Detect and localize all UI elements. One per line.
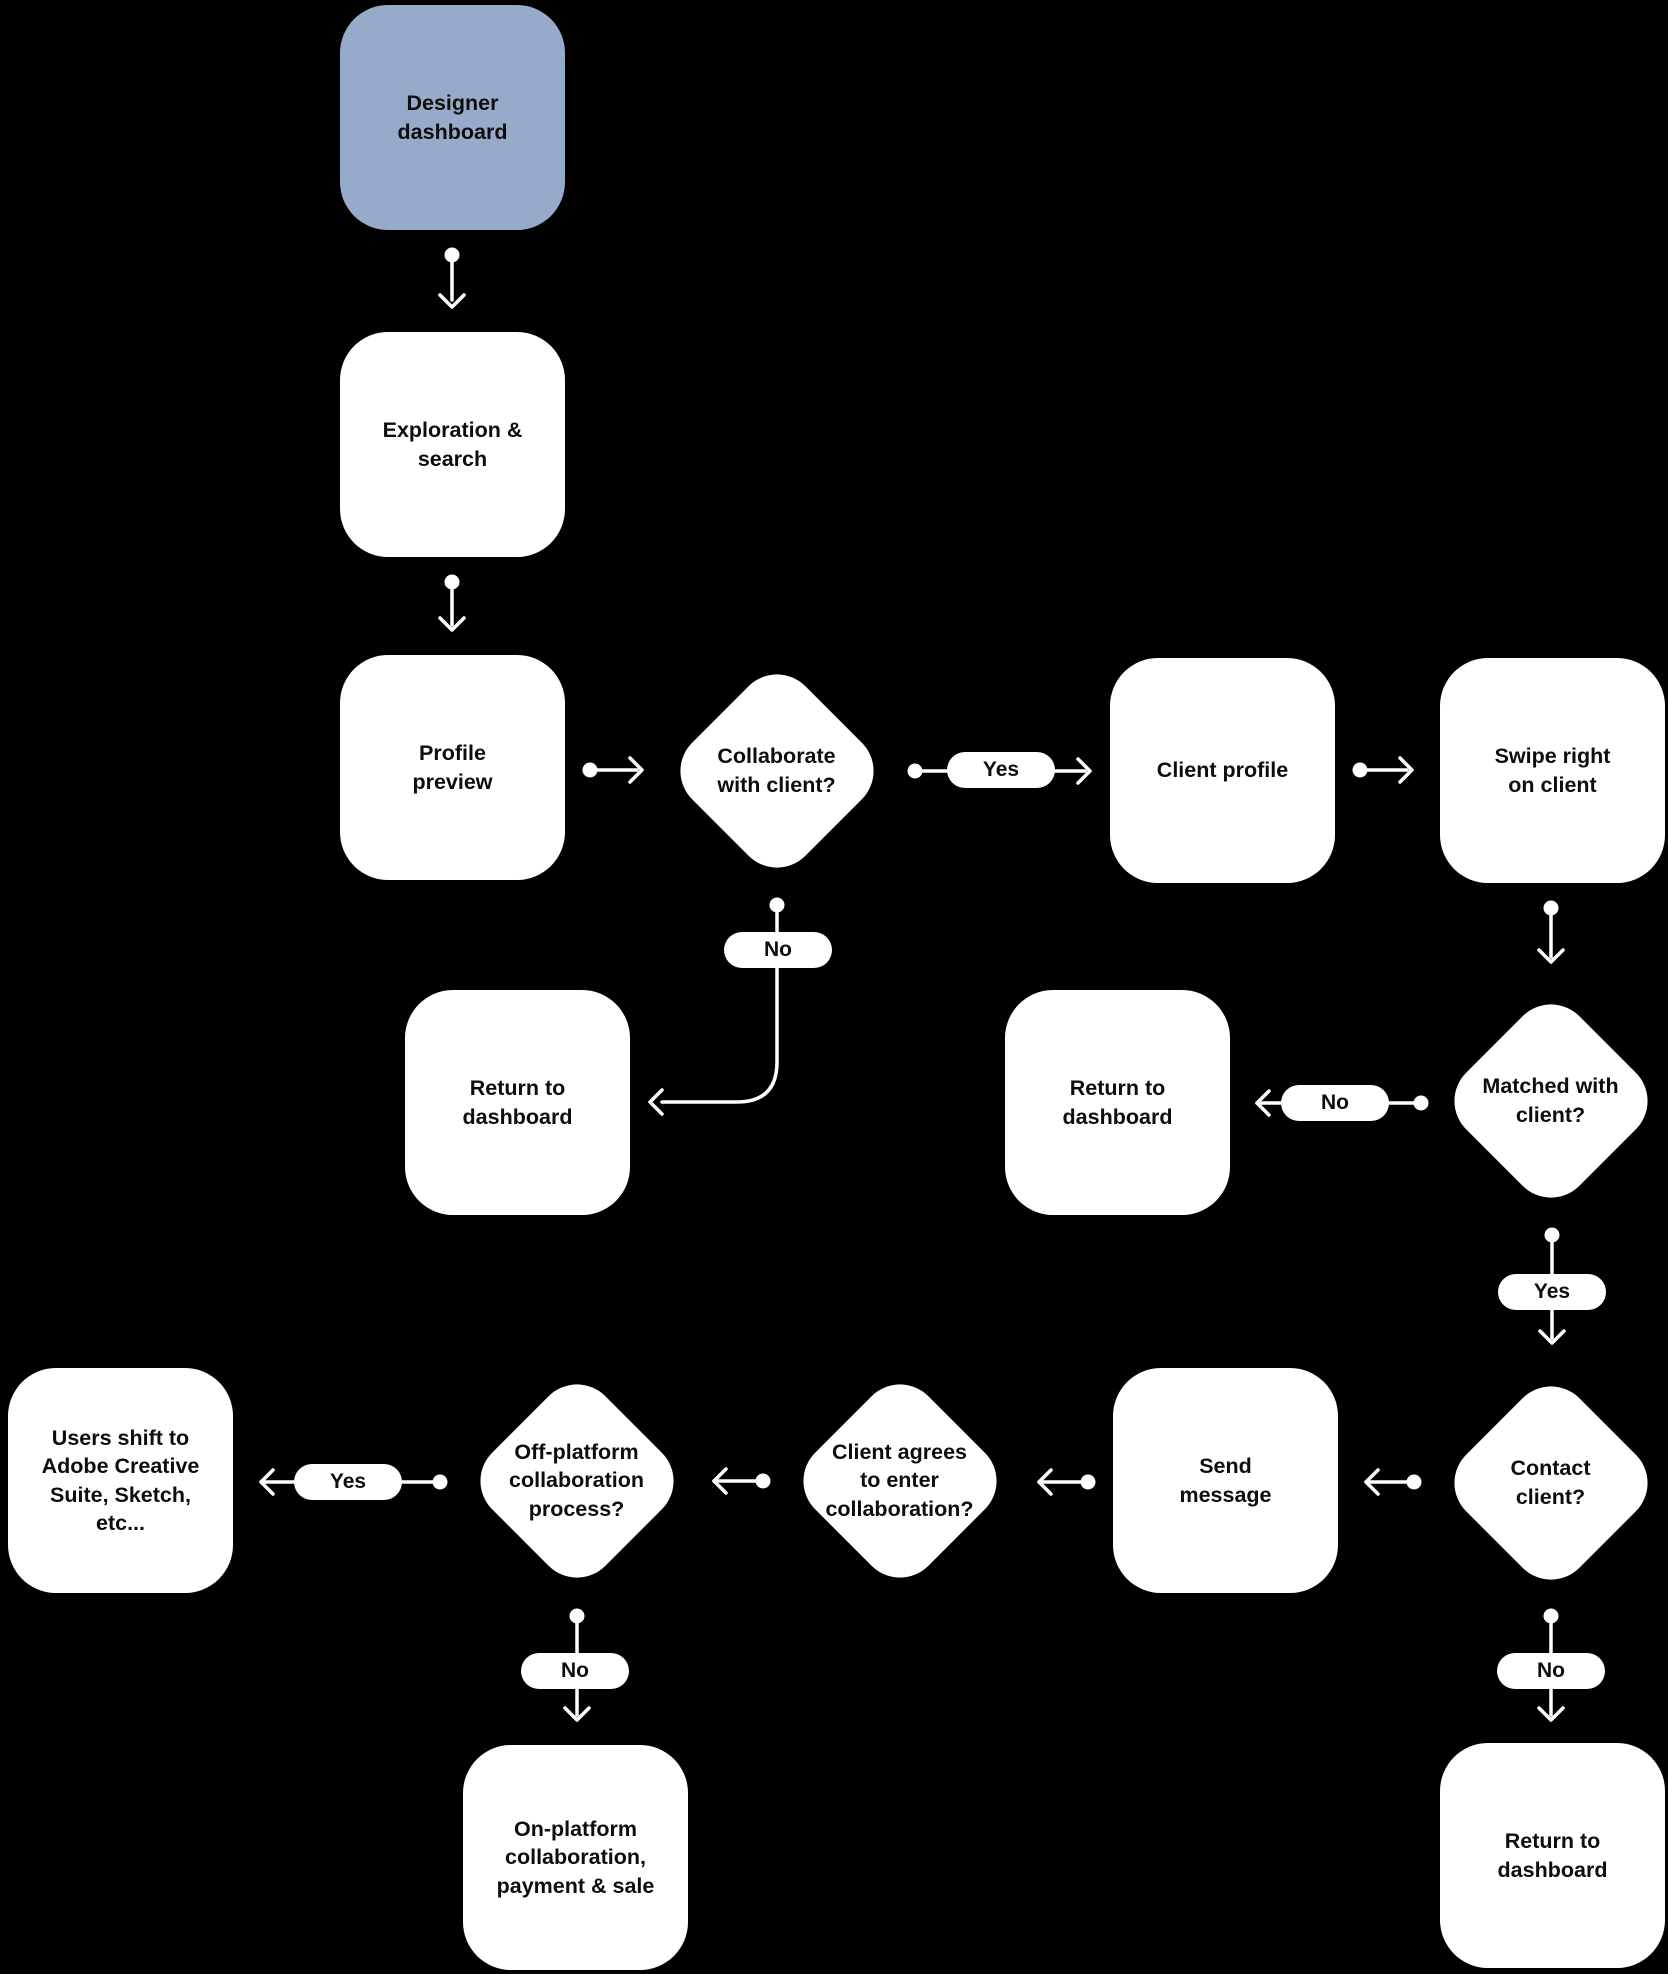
connector-contact-to-send-message xyxy=(1364,1468,1422,1496)
node-contact-client: Contact client? xyxy=(1437,1369,1664,1596)
node-collaborate-with-client: Collaborate with client? xyxy=(663,657,890,884)
edge-label-off-platform-no: No xyxy=(521,1653,629,1689)
edge-label-contact-no: No xyxy=(1497,1653,1605,1689)
node-send-message: Send message xyxy=(1113,1368,1338,1593)
node-label: Send message xyxy=(1179,1454,1272,1507)
edge-label-matched-no: No xyxy=(1281,1085,1389,1121)
node-label: Matched with client? xyxy=(1482,1074,1619,1127)
node-label: On-platform collaboration, payment & sal… xyxy=(496,1816,655,1898)
node-label: Return to dashboard xyxy=(1062,1076,1173,1129)
edge-label-off-platform-yes: Yes xyxy=(294,1464,402,1500)
node-client-profile: Client profile xyxy=(1110,658,1335,883)
edge-label-collaborate-yes: Yes xyxy=(947,752,1055,788)
node-off-platform-process: Off-platform collaboration process? xyxy=(463,1367,690,1594)
edge-label-matched-yes: Yes xyxy=(1498,1274,1606,1310)
node-label: Users shift to Adobe Creative Suite, Ske… xyxy=(41,1425,200,1535)
connector-exploration-to-profile xyxy=(438,574,466,632)
node-return-to-dashboard-no-collaborate: Return to dashboard xyxy=(405,990,630,1215)
node-label: Collaborate with client? xyxy=(717,744,836,797)
node-designer-dashboard: Designer dashboard xyxy=(340,5,565,230)
node-label: Swipe right on client xyxy=(1494,744,1611,797)
node-on-platform-collaboration: On-platform collaboration, payment & sal… xyxy=(463,1745,688,1970)
node-label: Off-platform collaboration process? xyxy=(509,1439,644,1521)
node-users-shift-tools: Users shift to Adobe Creative Suite, Ske… xyxy=(8,1368,233,1593)
node-return-to-dashboard-not-matched: Return to dashboard xyxy=(1005,990,1230,1215)
node-matched-with-client: Matched with client? xyxy=(1437,987,1664,1214)
node-return-to-dashboard-no-contact: Return to dashboard xyxy=(1440,1743,1665,1968)
node-label: Contact client? xyxy=(1510,1456,1591,1509)
connector-collaborate-no-to-return-dashboard xyxy=(648,897,785,1116)
node-label: Designer dashboard xyxy=(397,91,508,144)
node-label: Exploration & search xyxy=(382,418,523,471)
node-client-agrees: Client agrees to enter collaboration? xyxy=(786,1367,1013,1594)
node-exploration-search: Exploration & search xyxy=(340,332,565,557)
node-label: Profile preview xyxy=(412,741,493,794)
connector-swipe-right-to-matched xyxy=(1537,900,1565,964)
node-label: Return to dashboard xyxy=(1497,1829,1608,1882)
connector-designer-to-exploration xyxy=(438,247,466,309)
connector-profile-to-collaborate xyxy=(582,756,644,784)
node-swipe-right-on-client: Swipe right on client xyxy=(1440,658,1665,883)
connector-off-platform-no-to-on-platform xyxy=(563,1608,591,1722)
connector-send-message-to-client-agrees xyxy=(1037,1468,1096,1496)
node-label: Return to dashboard xyxy=(462,1076,573,1129)
connector-client-agrees-to-off-platform xyxy=(712,1467,771,1495)
connector-client-profile-to-swipe-right xyxy=(1352,756,1414,784)
node-label: Client profile xyxy=(1156,758,1289,783)
node-label: Client agrees to enter collaboration? xyxy=(825,1439,974,1521)
node-profile-preview: Profile preview xyxy=(340,655,565,880)
edge-label-collaborate-no: No xyxy=(724,932,832,968)
